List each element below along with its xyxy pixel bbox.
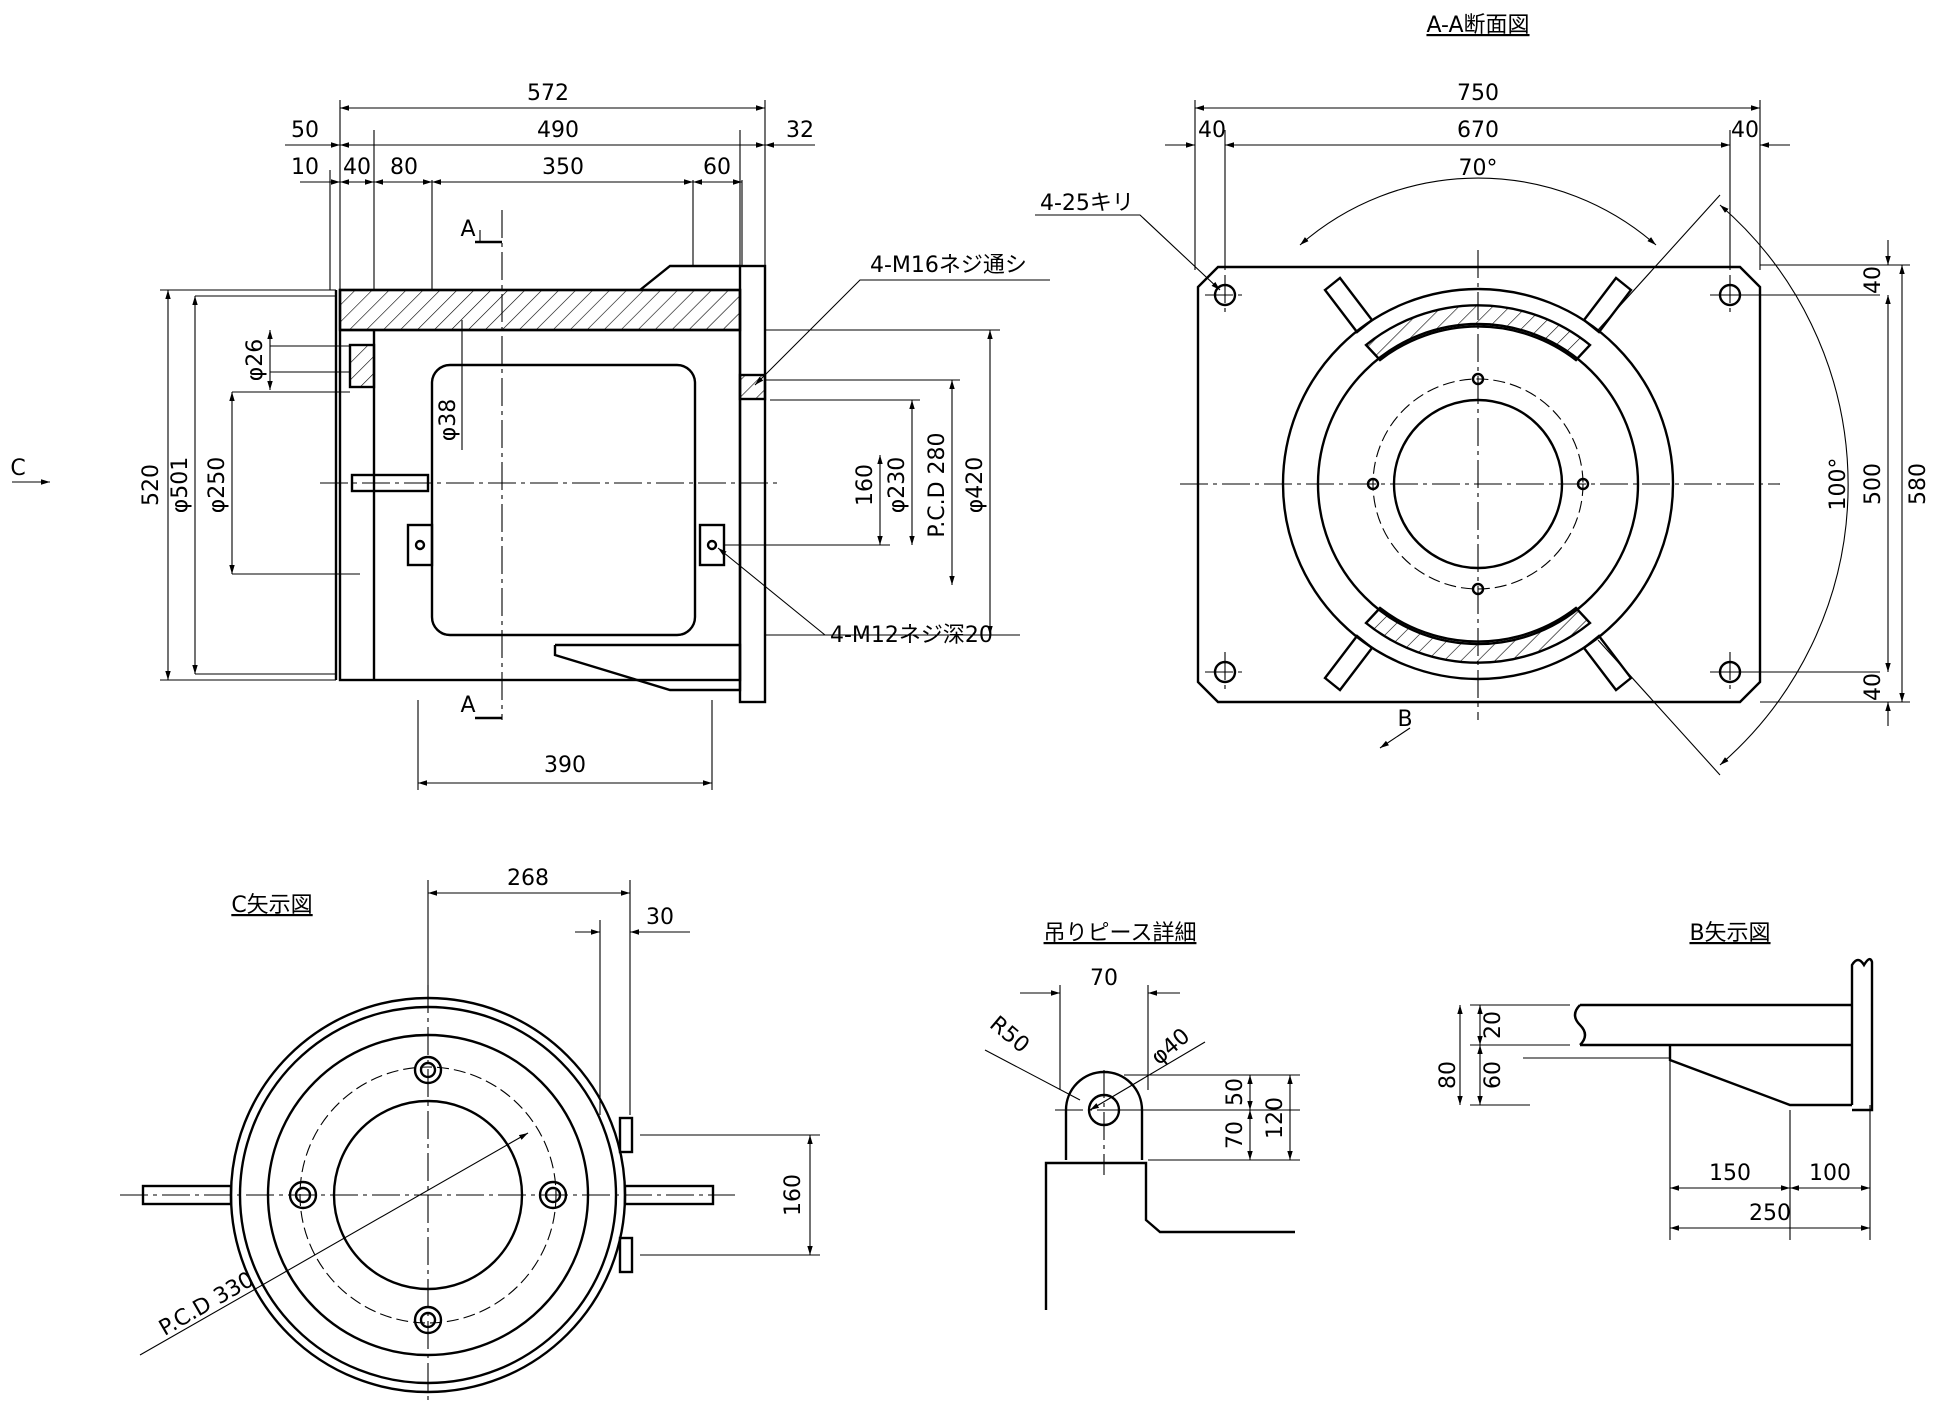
note-holes: 4-25キリ bbox=[1040, 191, 1134, 216]
dim-500: 500 bbox=[1861, 463, 1886, 505]
dim-100-b: 100 bbox=[1809, 1161, 1851, 1186]
title-b-view: B矢示図 bbox=[1689, 921, 1770, 946]
dim-10: 10 bbox=[291, 155, 319, 180]
marker-b: B bbox=[1397, 707, 1412, 732]
lifting-piece-detail bbox=[984, 985, 1300, 1310]
dim-phi250: φ250 bbox=[205, 457, 230, 514]
dim-32: 32 bbox=[786, 118, 814, 143]
b-view bbox=[1457, 957, 1874, 1240]
dim-40-right: 40 bbox=[1731, 118, 1759, 143]
section-aa-labels: A-A断面図 750 40 670 40 70° 100° 4-25キリ 40 … bbox=[1040, 13, 1931, 732]
marker-a-bottom: A bbox=[460, 693, 475, 718]
note-m16: 4-M16ネジ通シ bbox=[870, 253, 1027, 278]
note-m12: 4-M12ネジ深20 bbox=[830, 623, 993, 648]
dim-20-b: 20 bbox=[1481, 1011, 1506, 1039]
dim-40-top: 40 bbox=[1861, 266, 1886, 294]
dim-150-b: 150 bbox=[1709, 1161, 1751, 1186]
dim-160-c: 160 bbox=[781, 1174, 806, 1216]
dim-30: 30 bbox=[646, 905, 674, 930]
c-view bbox=[120, 880, 820, 1405]
dim-350: 350 bbox=[542, 155, 584, 180]
dim-phi38: φ38 bbox=[436, 399, 461, 442]
title-section-aa: A-A断面図 bbox=[1426, 13, 1529, 38]
lifting-piece-labels: 吊りピース詳細 70 R50 φ40 50 70 120 bbox=[985, 921, 1288, 1149]
dim-520: 520 bbox=[139, 464, 164, 506]
dim-670: 670 bbox=[1457, 118, 1499, 143]
angle-100: 100° bbox=[1826, 458, 1851, 511]
marker-c: C bbox=[10, 456, 25, 481]
dim-phi40: φ40 bbox=[1147, 1024, 1196, 1070]
dim-50: 50 bbox=[291, 118, 319, 143]
dim-60-b: 60 bbox=[1481, 1061, 1506, 1089]
dim-580: 580 bbox=[1906, 463, 1931, 505]
b-view-labels: B矢示図 20 80 60 150 100 250 bbox=[1436, 921, 1851, 1226]
dim-phi420: φ420 bbox=[963, 457, 988, 514]
dim-70-width: 70 bbox=[1090, 966, 1118, 991]
dim-250-b: 250 bbox=[1749, 1201, 1791, 1226]
dim-pcd330: P.C.D 330 bbox=[155, 1267, 259, 1341]
section-aa-view bbox=[1035, 100, 1910, 776]
dim-390: 390 bbox=[544, 753, 586, 778]
dim-60: 60 bbox=[703, 155, 731, 180]
dim-490: 490 bbox=[537, 118, 579, 143]
dim-40: 40 bbox=[343, 155, 371, 180]
dim-r50: R50 bbox=[985, 1012, 1034, 1059]
side-view-labels: 572 50 490 32 10 40 80 350 60 390 520 φ5… bbox=[10, 81, 1027, 778]
dim-70-lift: 70 bbox=[1223, 1121, 1248, 1149]
marker-a-top: A bbox=[460, 217, 475, 242]
dim-268: 268 bbox=[507, 866, 549, 891]
dim-50-lift: 50 bbox=[1223, 1078, 1248, 1106]
dim-80: 80 bbox=[390, 155, 418, 180]
dim-phi26: φ26 bbox=[243, 339, 268, 382]
dim-40-left: 40 bbox=[1198, 118, 1226, 143]
dim-120-lift: 120 bbox=[1263, 1097, 1288, 1139]
title-c-view: C矢示図 bbox=[231, 893, 312, 918]
dim-pcd280: P.C.D 280 bbox=[925, 432, 950, 537]
title-lifting-piece: 吊りピース詳細 bbox=[1044, 921, 1197, 946]
side-view bbox=[12, 100, 1050, 790]
dim-phi230: φ230 bbox=[885, 457, 910, 514]
dim-phi501: φ501 bbox=[168, 457, 193, 514]
dim-160: 160 bbox=[853, 464, 878, 506]
angle-70: 70° bbox=[1459, 156, 1498, 181]
dim-40-bottom: 40 bbox=[1861, 673, 1886, 701]
dim-750: 750 bbox=[1457, 81, 1499, 106]
dim-80-b: 80 bbox=[1436, 1061, 1461, 1089]
dim-572: 572 bbox=[527, 81, 569, 106]
